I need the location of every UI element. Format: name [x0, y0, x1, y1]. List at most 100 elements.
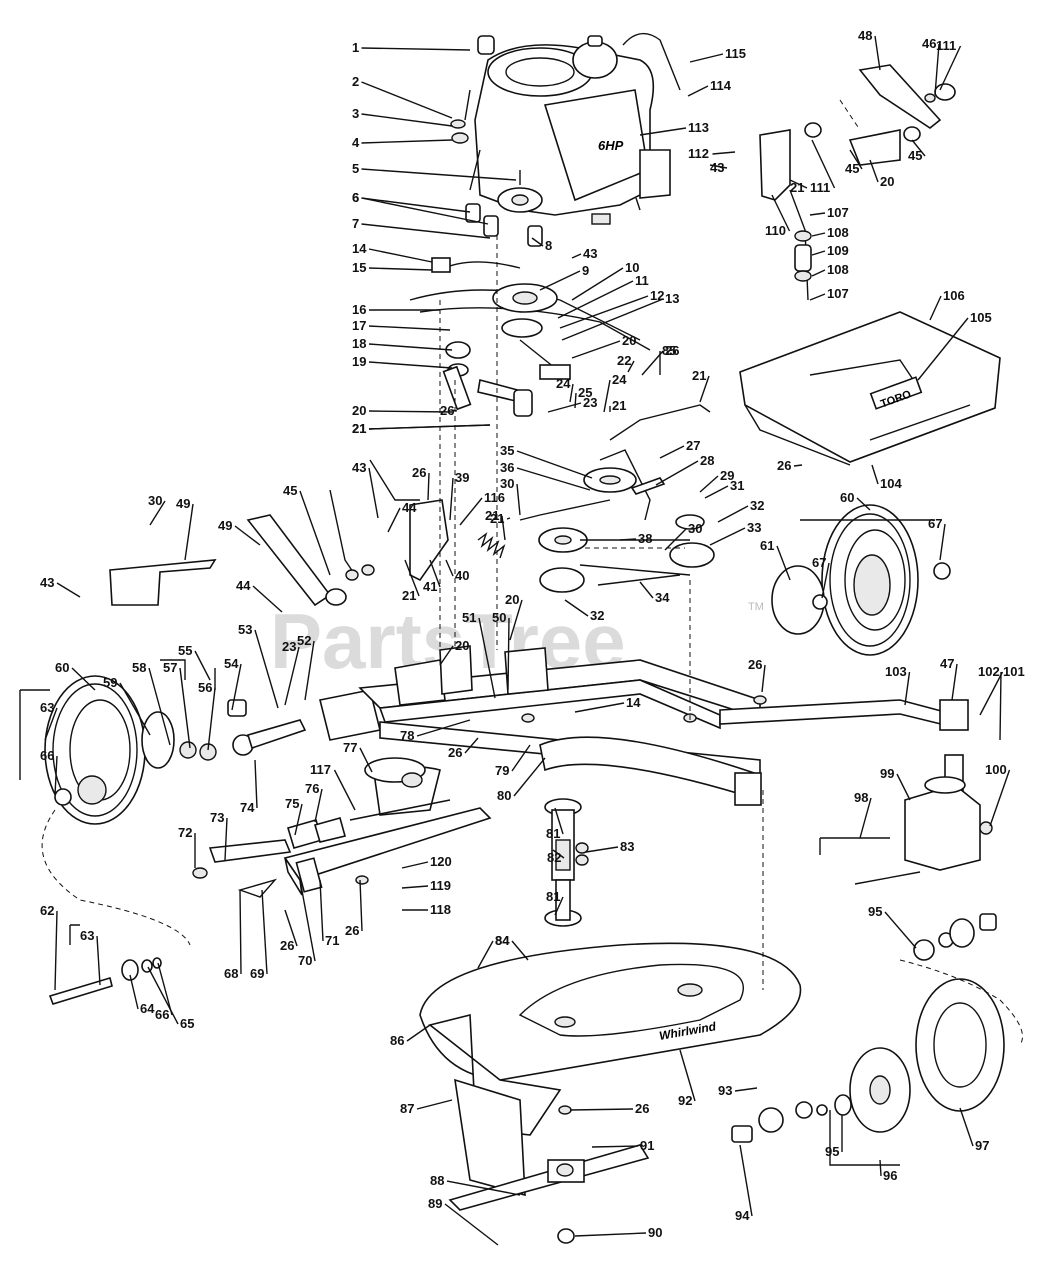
leader-line-30	[149, 500, 166, 526]
leader-line-14	[368, 248, 433, 263]
callout-21: 21	[352, 421, 366, 436]
right-upper-linkage	[759, 64, 956, 301]
leader-line-89	[444, 1203, 499, 1246]
callout-26: 26	[635, 1101, 649, 1116]
leader-line-102	[979, 671, 1004, 716]
callout-41: 41	[423, 579, 437, 594]
callout-24: 24	[556, 376, 571, 391]
callout-80: 80	[497, 788, 511, 803]
callout-96: 96	[883, 1168, 897, 1183]
leader-line-5	[361, 168, 517, 181]
callout-44: 44	[402, 500, 417, 515]
leader-line-97	[959, 1107, 974, 1147]
leader-line-8	[531, 237, 544, 247]
leader-line-21	[506, 517, 511, 520]
callout-66: 66	[40, 748, 54, 763]
callout-67: 67	[928, 516, 942, 531]
engine-badge: 6HP	[598, 138, 624, 153]
leader-line-108	[811, 269, 826, 277]
leader-line-43	[368, 467, 379, 519]
leader-line-107	[809, 212, 826, 216]
callout-69: 69	[250, 966, 264, 981]
leader-line-94	[739, 1144, 753, 1217]
leader-line-53	[254, 629, 279, 709]
callout-79: 79	[495, 763, 509, 778]
callout-31: 31	[730, 478, 744, 493]
callout-84: 84	[495, 933, 510, 948]
callout-60: 60	[55, 660, 69, 675]
callout-51: 51	[462, 610, 476, 625]
leader-line-6	[361, 197, 471, 213]
callout-3: 3	[352, 106, 359, 121]
cables	[41, 235, 1023, 1046]
leader-line-30	[664, 528, 687, 551]
callout-75: 75	[285, 796, 299, 811]
leader-line-113	[639, 127, 687, 136]
callout-15: 15	[352, 260, 366, 275]
callout-66: 66	[155, 1007, 169, 1022]
leader-line-95	[884, 911, 917, 949]
leader-line-90	[574, 1232, 647, 1237]
callout-119: 119	[430, 878, 451, 893]
callout-116: 116	[484, 490, 505, 505]
leader-line-65	[147, 966, 179, 1025]
callout-117: 117	[310, 762, 331, 777]
callout-18: 18	[352, 336, 366, 351]
callout-72: 72	[178, 825, 192, 840]
leader-line-71	[319, 879, 324, 942]
leader-line-40	[445, 559, 454, 577]
callout-100: 100	[985, 762, 1007, 777]
callout-110: 110	[765, 223, 786, 238]
leader-line-66	[54, 755, 58, 796]
callout-20: 20	[622, 333, 636, 348]
callout-82: 82	[547, 850, 561, 865]
leader-line-109	[811, 250, 826, 256]
callout-4: 4	[352, 135, 360, 150]
leader-line-52	[304, 640, 315, 701]
leader-line-79	[511, 744, 531, 772]
leader-line-76	[314, 788, 323, 823]
callout-94: 94	[735, 1208, 750, 1223]
leader-line-41	[429, 559, 441, 588]
axle-tray	[192, 757, 492, 898]
hood: TORO	[739, 311, 1001, 466]
leader-line-14	[574, 702, 625, 713]
left-front-bolt	[48, 957, 162, 1005]
leader-line-6	[361, 197, 489, 225]
leader-line-9	[539, 270, 581, 291]
leader-line-106	[929, 295, 942, 321]
leader-line-32	[564, 599, 589, 617]
callout-115: 115	[725, 46, 746, 61]
leader-line-100	[989, 769, 1011, 827]
leader-line-21	[368, 424, 491, 430]
callout-20: 20	[505, 592, 519, 607]
leader-line-24	[603, 379, 611, 413]
callout-5: 5	[352, 161, 359, 176]
callout-49: 49	[176, 496, 190, 511]
callout-95: 95	[825, 1144, 839, 1159]
leader-line-29	[699, 475, 719, 493]
callout-45: 45	[845, 161, 859, 176]
leader-line-51	[478, 617, 496, 699]
leader-line-10	[571, 267, 624, 301]
callout-95: 95	[868, 904, 882, 919]
leader-line-21	[699, 375, 710, 403]
callout-20: 20	[352, 403, 366, 418]
callout-26: 26	[448, 745, 462, 760]
callout-11: 11	[635, 273, 649, 288]
leader-line-43	[709, 164, 728, 169]
leader-line-59	[119, 682, 151, 736]
leader-line-2	[361, 81, 453, 119]
leader-line-18	[368, 343, 453, 351]
leader-line-64	[129, 974, 139, 1010]
callout-64: 64	[140, 1001, 155, 1016]
callout-93: 93	[718, 1083, 732, 1098]
callout-43: 43	[583, 246, 597, 261]
leader-line-115	[689, 53, 724, 63]
callout-21: 21	[485, 508, 499, 523]
callout-111: 111	[810, 180, 830, 195]
leader-line-13	[561, 298, 664, 341]
callout-97: 97	[975, 1138, 989, 1153]
leader-line-39	[449, 477, 454, 521]
callout-2: 2	[352, 74, 359, 89]
